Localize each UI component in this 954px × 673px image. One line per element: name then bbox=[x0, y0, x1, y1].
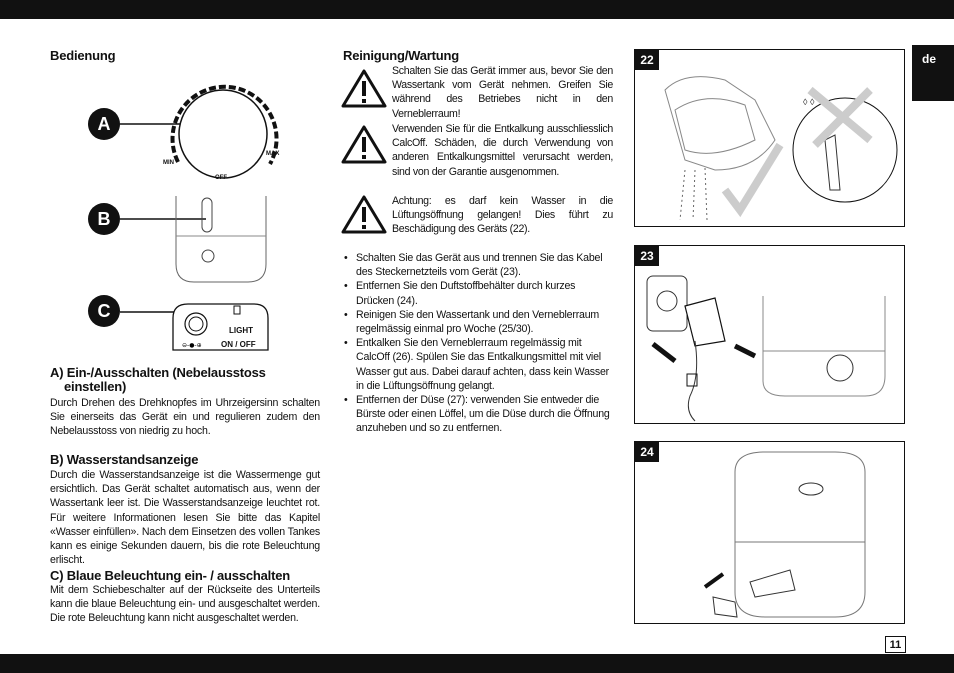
section-b-text: Durch die Wasserstandsanzeige ist die Wa… bbox=[50, 469, 320, 567]
warning-text-3: Achtung: es darf kein Wasser in die Lüft… bbox=[392, 195, 613, 236]
language-tab: de bbox=[912, 45, 954, 101]
figure-number: 22 bbox=[635, 50, 659, 70]
section-heading-reinigung: Reinigung/Wartung bbox=[343, 48, 459, 63]
warning-text-2: Verwenden Sie für die Entkalkung ausschl… bbox=[392, 123, 613, 178]
warning-text-1: Schalten Sie das Gerät immer aus, bevor … bbox=[392, 65, 613, 120]
warning-icon bbox=[341, 195, 387, 234]
list-item: Schalten Sie das Gerät aus und trennen S… bbox=[343, 251, 613, 279]
switch-illustration: ⊖-●-⊕ bbox=[120, 303, 269, 351]
figure-22: 22 ◊ ◊ bbox=[634, 49, 905, 227]
figure-23: 23 bbox=[634, 245, 905, 424]
section-a-text: Durch Drehen des Drehknopfes im Uhrzeige… bbox=[50, 397, 320, 438]
dial-off-label: OFF bbox=[215, 175, 227, 181]
warning-icon bbox=[341, 69, 387, 108]
label-c: C bbox=[88, 295, 120, 327]
figure-number: 23 bbox=[635, 246, 659, 266]
switch-light-label: LIGHT bbox=[229, 326, 253, 335]
warning-icon bbox=[341, 125, 387, 164]
top-bar bbox=[0, 0, 954, 19]
instruction-list: Schalten Sie das Gerät aus und trennen S… bbox=[343, 251, 613, 436]
section-b-title: B) Wasserstandsanzeige bbox=[50, 452, 199, 467]
water-level-illustration bbox=[120, 196, 267, 283]
switch-onoff-label: ON / OFF bbox=[221, 340, 256, 349]
list-item: Entkalken Sie den Verneblerraum regelmäs… bbox=[343, 336, 613, 393]
figure-24: 24 bbox=[634, 441, 905, 624]
label-b: B bbox=[88, 203, 120, 235]
svg-text:⊖-●-⊕: ⊖-●-⊕ bbox=[182, 342, 202, 349]
bottom-bar bbox=[0, 654, 954, 673]
dial-illustration bbox=[120, 84, 279, 179]
label-a: A bbox=[88, 108, 120, 140]
figure-number: 24 bbox=[635, 442, 659, 462]
list-item: Entfernen Sie den Duftstoffbehälter durc… bbox=[343, 279, 613, 307]
page-number: 11 bbox=[885, 636, 906, 653]
section-c-text: Mit dem Schiebeschalter auf der Rückseit… bbox=[50, 584, 320, 625]
dial-min-label: MIN bbox=[163, 160, 174, 166]
list-item: Reinigen Sie den Wassertank und den Vern… bbox=[343, 308, 613, 336]
dial-max-label: MAX bbox=[266, 151, 280, 157]
section-c-title: C) Blaue Beleuchtung ein- / ausschalten bbox=[50, 568, 290, 583]
list-item: Entfernen der Düse (27): verwenden Sie e… bbox=[343, 393, 613, 436]
svg-text:◊ ◊: ◊ ◊ bbox=[803, 97, 815, 107]
section-heading-bedienung: Bedienung bbox=[50, 48, 116, 63]
